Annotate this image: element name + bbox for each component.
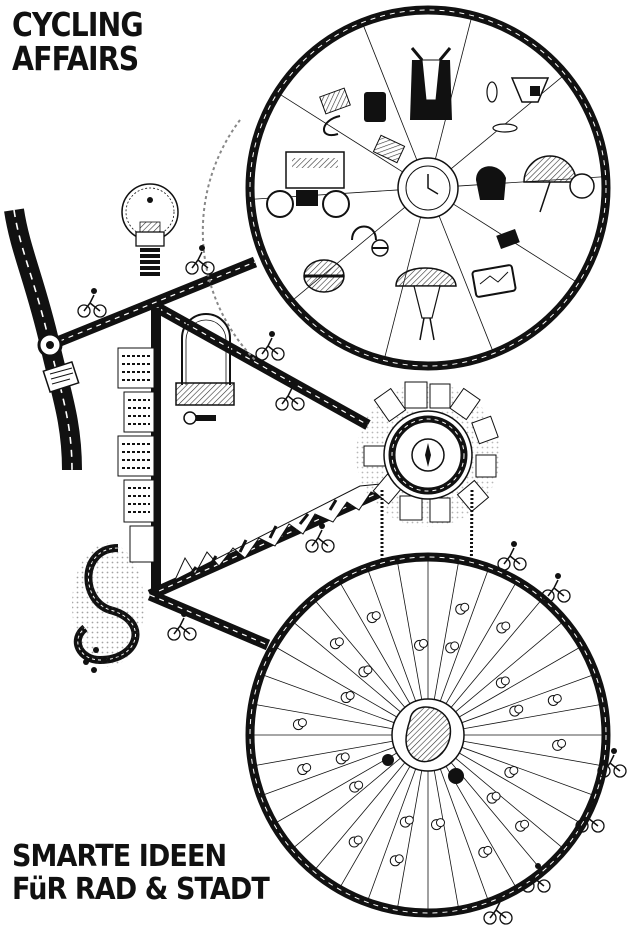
smartphone-icon [471, 229, 520, 298]
title-line-1: CYCLING [12, 5, 144, 44]
person-jacket-icon [410, 47, 452, 120]
cargo-bike-icon [266, 151, 350, 218]
cyclist-icon [185, 245, 215, 275]
cyclist-icon [541, 573, 571, 603]
cyclist-icon [483, 895, 513, 925]
tree-icon [292, 602, 567, 867]
cyclist-icon [497, 541, 527, 571]
cyclist-icon [597, 748, 627, 778]
bike-lock-icon [175, 313, 235, 425]
poster-title: CYCLING AFFAIRS [12, 5, 144, 78]
front-wheel [201, 5, 611, 371]
cyclist-icon [77, 288, 107, 318]
road-sign-icon [42, 360, 80, 394]
lightbulb-icon [121, 183, 179, 276]
solar-panel-icon [319, 87, 386, 137]
title-line-2: AFFAIRS [12, 39, 139, 78]
bicycle-frame [47, 256, 383, 651]
winding-road-icon [72, 543, 144, 673]
cyclist-icon [255, 331, 285, 361]
poster-subtitle: SMARTE IDEEN FüR RAD & STADT [12, 839, 270, 907]
cyclist-icon [275, 381, 305, 411]
saddle-icon [510, 77, 550, 103]
subtitle-line-2: FüR RAD & STADT [12, 872, 270, 907]
helmet-icon [476, 166, 506, 200]
rear-wheel [245, 552, 611, 918]
headphones-icon [351, 225, 389, 257]
cyclist-icon [167, 611, 197, 641]
cyclist-icon [521, 863, 551, 893]
umbrella-bike-icon [523, 155, 595, 213]
city-skyline-icon [117, 347, 155, 563]
hub-city-icon [356, 381, 500, 527]
cyclist-icon [575, 803, 605, 833]
dress-figure-icon [395, 267, 457, 341]
helmet-icon [303, 259, 345, 293]
lake-icon [405, 706, 452, 763]
cyclist-icon [305, 523, 335, 553]
roundabout-icon [37, 332, 63, 358]
tablet-icon [372, 134, 406, 164]
bike-light-icon [486, 81, 518, 133]
subtitle-line-1: SMARTE IDEEN [12, 839, 227, 874]
